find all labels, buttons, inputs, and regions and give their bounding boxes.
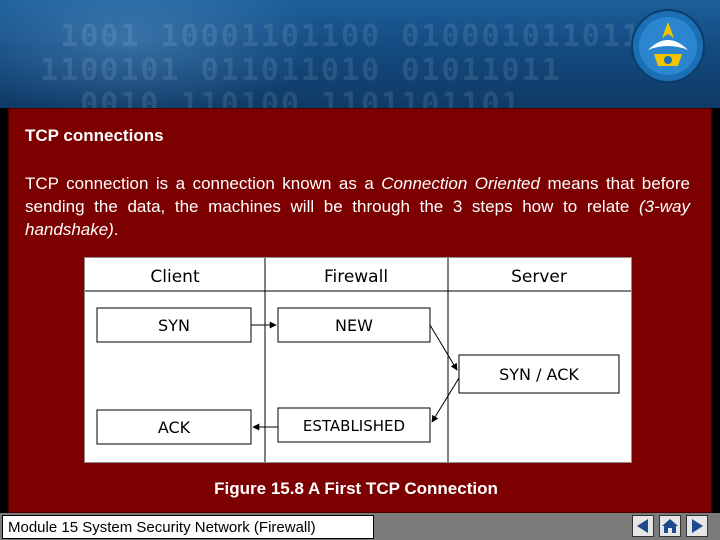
paragraph-text-1: TCP connection is a connection known as … — [25, 174, 382, 193]
tcp-handshake-diagram: Client Firewall Server SYN NEW SYN / ACK… — [85, 258, 631, 462]
module-title: Module 15 System Security Network (Firew… — [8, 519, 316, 536]
arrow-server-to-established — [431, 377, 460, 423]
header-firewall: Firewall — [324, 267, 388, 287]
header-client: Client — [150, 267, 200, 287]
module-title-box: Module 15 System Security Network (Firew… — [2, 515, 374, 539]
ministry-emblem-logo — [631, 9, 705, 83]
arrow-new-to-server — [429, 324, 458, 371]
intro-paragraph: TCP connection is a connection known as … — [25, 172, 690, 241]
slide-title: TCP connections — [25, 126, 164, 145]
home-icon — [662, 519, 678, 533]
client-syn-box — [96, 307, 252, 343]
slide-header: 1001 10001101100 0100010110110 1100101 0… — [0, 0, 720, 108]
server-synack-box — [458, 354, 620, 394]
firewall-established-label: ESTABLISHED — [303, 417, 405, 435]
slide-footer: Module 15 System Security Network (Firew… — [0, 513, 720, 540]
home-button[interactable] — [659, 515, 681, 537]
server-synack-label: SYN / ACK — [499, 365, 579, 384]
header-server: Server — [511, 267, 567, 287]
header-glow — [0, 0, 320, 108]
client-syn-label: SYN — [158, 316, 190, 335]
firewall-established-box — [277, 407, 431, 443]
client-ack-box — [96, 409, 252, 445]
figure-caption: Figure 15.8 A First TCP Connection — [214, 479, 498, 498]
next-arrow-icon — [692, 519, 703, 533]
paragraph-emphasis-1: Connection Oriented — [381, 174, 540, 193]
paragraph-emphasis-2: (3-way handshake) — [25, 197, 690, 239]
paragraph-text-2: means that before sending the data, the … — [25, 174, 690, 216]
firewall-new-box — [277, 307, 431, 343]
tcp-handshake-figure: Client Firewall Server SYN NEW SYN / ACK… — [84, 257, 632, 463]
previous-button[interactable] — [632, 515, 654, 537]
client-ack-label: ACK — [158, 418, 191, 437]
paragraph-text-3: . — [113, 220, 119, 239]
next-button[interactable] — [686, 515, 708, 537]
header-binary-pattern: 1001 10001101100 0100010110110 1100101 0… — [40, 19, 663, 109]
firewall-new-label: NEW — [335, 316, 373, 335]
previous-arrow-icon — [637, 519, 648, 533]
